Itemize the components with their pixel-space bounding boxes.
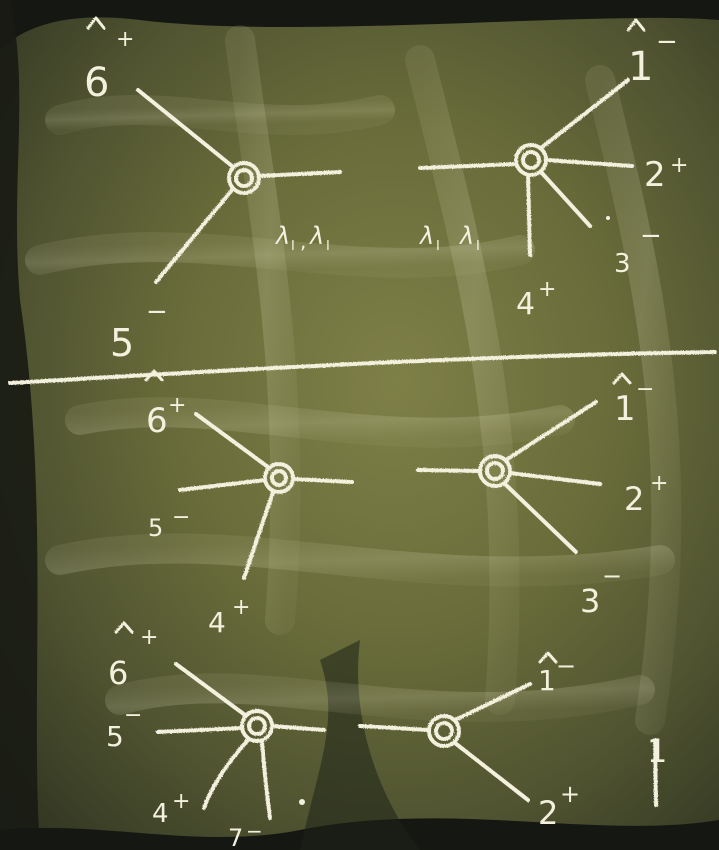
label-bot-right-1-sign: −: [556, 652, 576, 680]
label-bot-left-6: 6: [108, 654, 128, 692]
label-bot-left-4-sign: +: [172, 789, 190, 814]
label-mid-right-2-sign: +: [650, 471, 668, 496]
label-lambda-comma: ,: [300, 229, 306, 253]
label-mid-right-3: 3: [580, 582, 600, 620]
label-lambda-1-tilde-sub: I: [326, 239, 330, 254]
label-mid-left-6-sign: +: [168, 393, 186, 418]
label-bot-left-7-sign: −: [246, 819, 263, 843]
label-bot-right-2: 2: [538, 794, 558, 832]
label-lambda-2-tilde-sub: I: [476, 239, 480, 254]
chalk-dot: [299, 799, 305, 805]
label-lambda-1-tilde: λ: [308, 222, 324, 250]
label-top-right-4: 4: [516, 287, 535, 322]
label-top-left-6-sign: +: [116, 27, 134, 52]
label-top-left-5-sign: −: [146, 297, 168, 327]
label-top-right-2-sign: +: [670, 153, 688, 178]
label-top-right-1-sign: −: [656, 27, 678, 57]
label-top-right-2: 2: [644, 155, 666, 195]
label-bot-left-5: 5: [106, 720, 124, 753]
label-lambda-2-sub: I: [436, 239, 440, 254]
label-top-right-3-sign: −: [640, 221, 662, 251]
label-mid-left-4-sign: +: [232, 595, 250, 620]
label-mid-right-1-sign: −: [636, 377, 654, 402]
label-lambda-2-tilde: λ: [458, 222, 474, 250]
label-top-right-3: 3: [614, 249, 631, 279]
label-top-left-6: 6: [84, 60, 109, 106]
label-mid-left-4: 4: [208, 606, 226, 639]
label-mid-right-3-sign: −: [602, 562, 622, 590]
label-lambda-1: λ: [274, 222, 290, 250]
label-bot-left-5-sign: −: [124, 703, 142, 728]
label-mid-right-1: 1: [614, 389, 636, 429]
label-mid-left-5-sign: −: [172, 505, 190, 530]
label-bot-right-1b: 1: [647, 732, 667, 770]
label-mid-left-6: 6: [146, 401, 168, 441]
eraser-smears: [40, 40, 666, 720]
chalk-dot: [606, 216, 610, 220]
label-mid-right-2: 2: [624, 480, 644, 518]
label-bot-left-6-sign: +: [140, 625, 158, 650]
label-top-left-5: 5: [110, 321, 134, 365]
label-top-right-1: 1: [628, 44, 653, 90]
label-bot-right-1: 1: [538, 664, 556, 697]
label-mid-left-5: 5: [148, 514, 163, 542]
label-bot-left-4: 4: [152, 799, 169, 829]
label-bot-left-7: 7: [228, 824, 243, 850]
label-top-right-4-sign: +: [538, 277, 556, 302]
label-lambda-2: λ: [418, 222, 434, 250]
label-bot-right-2-sign: +: [560, 780, 580, 808]
label-lambda-1-sub: I: [291, 239, 295, 254]
